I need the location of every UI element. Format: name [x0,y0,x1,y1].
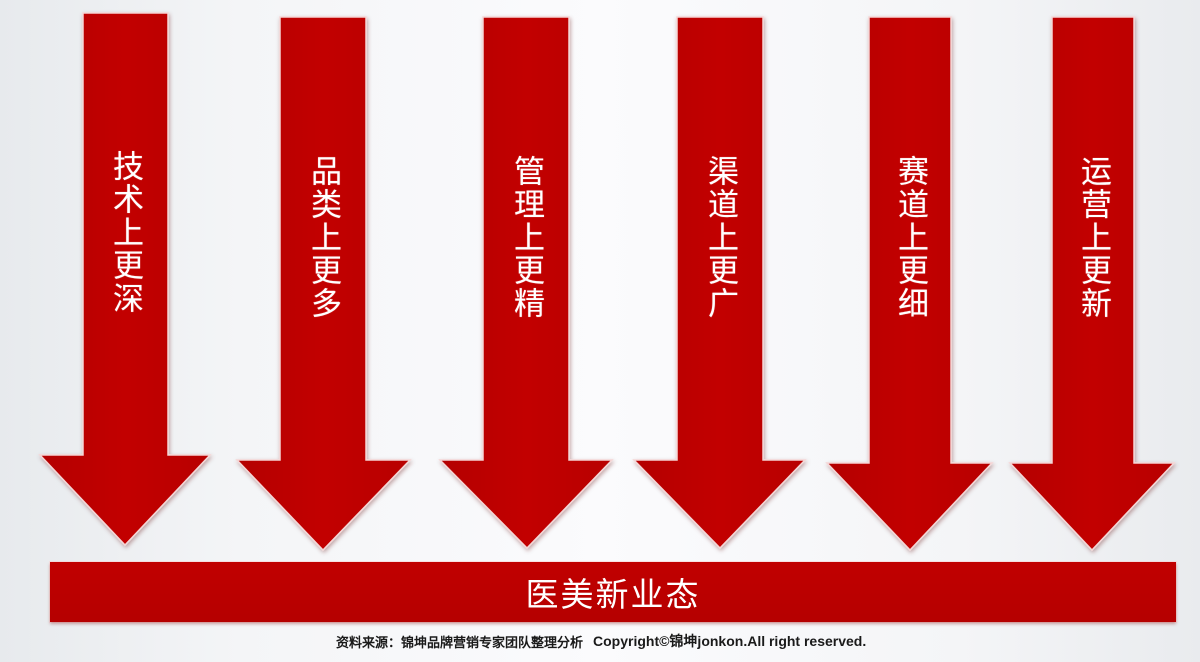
arrow-4 [632,16,807,550]
arrow-2 [235,16,412,552]
arrow-label-channel: 渠道上更广 [702,155,738,320]
base-bar: 医美新业态 [50,562,1176,622]
arrow-1 [38,12,212,547]
arrow-3 [438,16,614,550]
footer: 资料来源：锦坤品牌营销专家团队整理分析 Copyright©锦坤jonkon.A… [336,630,986,652]
arrow-label-management: 管理上更精 [508,155,544,320]
arrow-5 [825,16,994,552]
arrow-label-track: 赛道上更细 [892,155,928,320]
arrow-label-operation: 运营上更新 [1075,155,1111,320]
copyright-note: Copyright©锦坤jonkon.All right reserved. [593,633,867,649]
arrow-label-technology: 技术上更深 [107,150,143,315]
base-label: 医美新业态 [525,575,701,614]
arrow-6 [1008,16,1176,552]
source-note: 资料来源：锦坤品牌营销专家团队整理分析 [336,635,584,651]
arrow-label-category: 品类上更多 [305,155,341,320]
